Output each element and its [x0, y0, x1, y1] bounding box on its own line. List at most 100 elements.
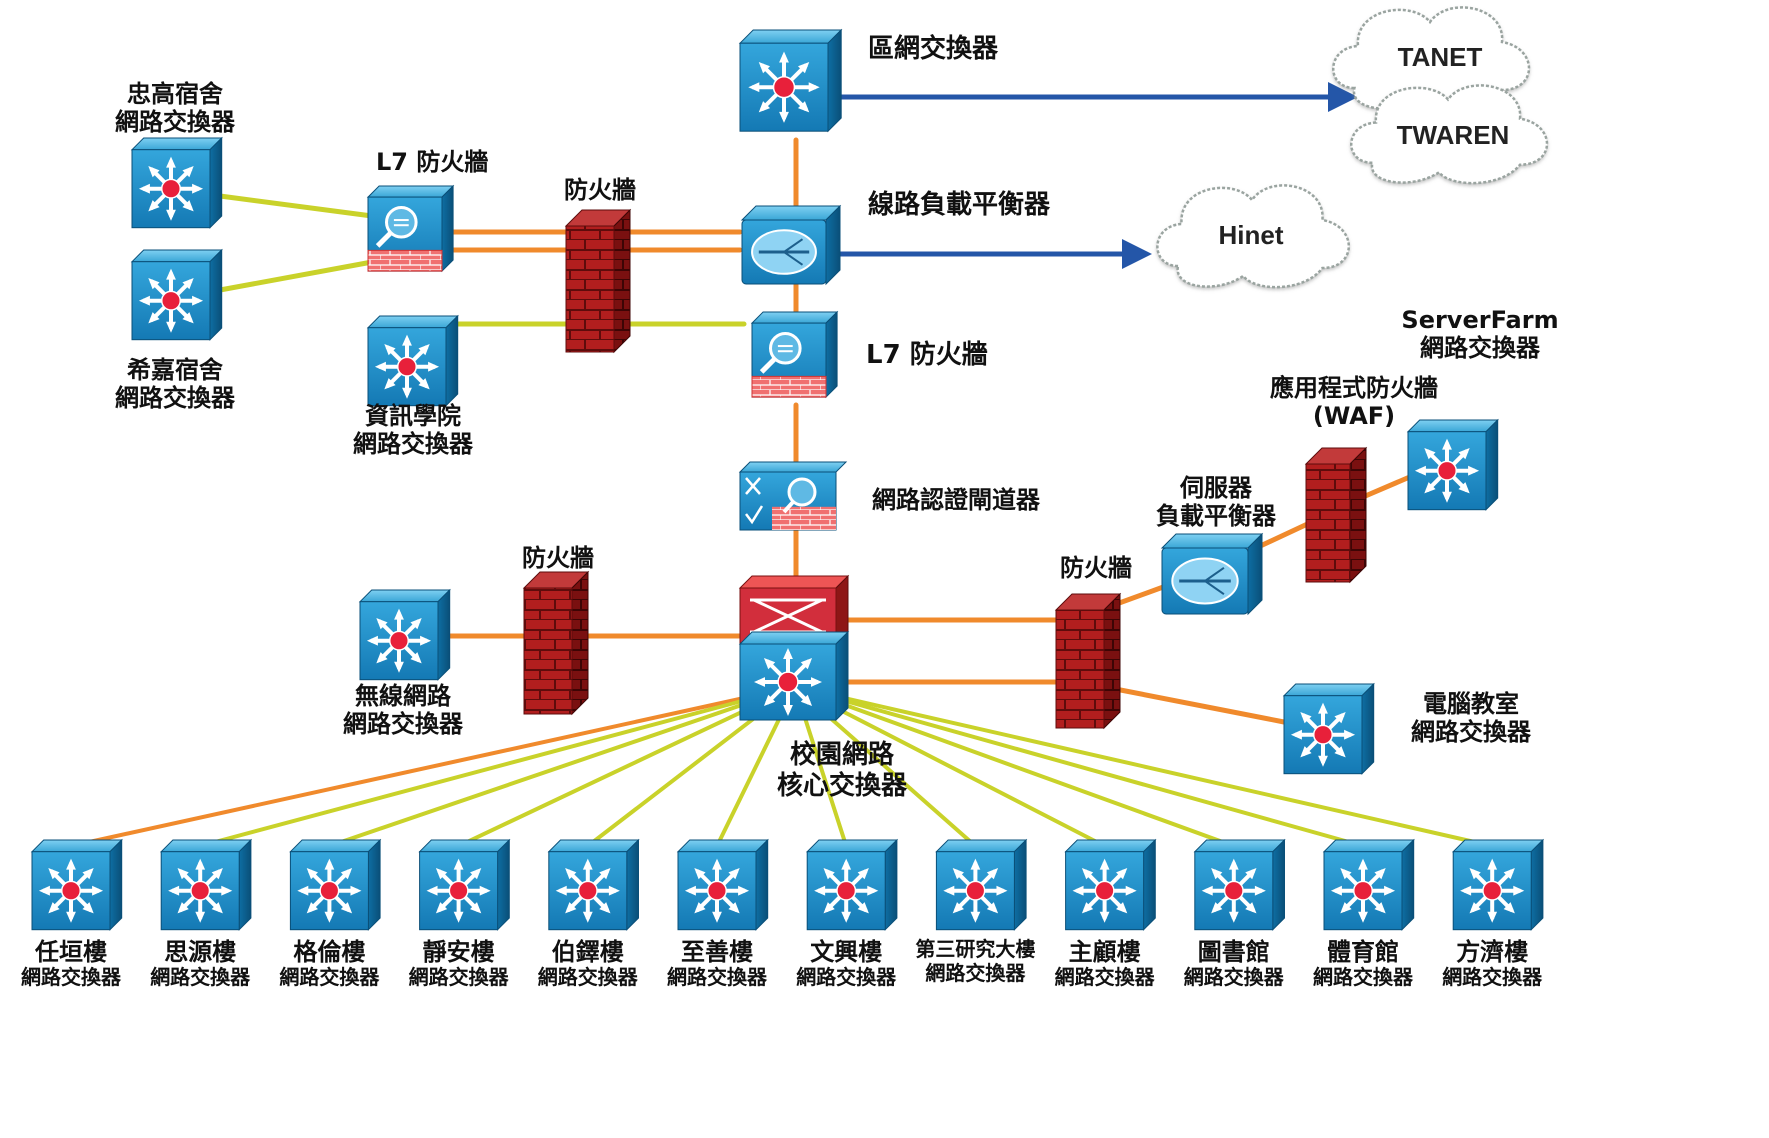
auth-gateway-icon	[738, 461, 848, 531]
server-lb-line2: 負載平衡器	[1156, 502, 1276, 531]
waf-icon	[1304, 446, 1368, 584]
wireless-switch-icon	[358, 588, 451, 681]
firewall-left-icon	[522, 570, 590, 716]
building-switch-icon-2	[159, 838, 253, 931]
cloud-hinet-icon	[1156, 184, 1350, 289]
link-core-to-building-6	[715, 696, 792, 848]
link-core-to-building-8	[805, 696, 978, 848]
building-label-7: 文興樓網路交換器	[780, 938, 912, 990]
l7-firewall-center-icon	[750, 310, 839, 399]
district-switch-label: 區網交換器	[868, 34, 999, 64]
computer-lab-label: 電腦教室 網路交換器	[1396, 690, 1546, 747]
firewall-right-label: 防火牆	[1060, 554, 1132, 582]
building-label-5: 伯鐸樓網路交換器	[522, 938, 654, 990]
building-name: 靜安樓	[422, 938, 495, 966]
waf-label: 應用程式防火牆 (WAF)	[1244, 374, 1464, 431]
building-switch-caption: 網路交換器	[537, 965, 638, 990]
building-name: 格倫樓	[293, 938, 366, 966]
building-label-10: 圖書館網路交換器	[1168, 938, 1300, 990]
district-switch-icon	[738, 28, 843, 133]
info-college-line2: 網路交換器	[353, 430, 473, 459]
building-label-1: 任垣樓網路交換器	[5, 938, 137, 990]
building-label-9: 主顧樓網路交換器	[1039, 938, 1171, 990]
building-name: 文興樓	[810, 938, 883, 966]
server-farm-label: ServerFarm 網路交換器	[1390, 306, 1570, 363]
building-switch-caption: 網路交換器	[1313, 965, 1413, 990]
waf-line2: (WAF)	[1312, 402, 1396, 431]
link-core-to-building-11	[832, 696, 1365, 848]
firewall-top-label: 防火牆	[564, 176, 636, 204]
cloud-twaren-label: TWAREN	[1396, 120, 1510, 150]
building-switch-icon-1	[30, 838, 123, 931]
building-switch-icon-7	[805, 838, 899, 931]
link-core-to-building-3	[327, 696, 765, 848]
core-switch-line1: 校園網路	[789, 740, 894, 770]
computer-lab-line2: 網路交換器	[1411, 718, 1531, 747]
building-switch-icon-3	[289, 838, 382, 931]
core-switch-icon	[738, 574, 850, 722]
link-core-to-building-5	[585, 696, 783, 848]
building-switch-icon-6	[676, 838, 769, 931]
building-switch-icon-9	[1064, 838, 1157, 931]
wireless-line2: 網路交換器	[343, 710, 463, 739]
server-lb-label: 伺服器 負載平衡器	[1136, 474, 1296, 531]
l7-firewall-left-label: L7 防火牆	[376, 148, 489, 176]
core-switch-label: 校園網路 核心交換器	[752, 740, 932, 801]
link-core-to-building-10	[823, 696, 1236, 848]
building-label-11: 體育館網路交換器	[1297, 938, 1429, 990]
building-name: 圖書館	[1197, 938, 1270, 966]
building-label-12: 方濟樓網路交換器	[1426, 938, 1558, 990]
building-switch-caption: 網路交換器	[279, 965, 380, 990]
info-college-line1: 資訊學院	[365, 402, 461, 430]
building-name: 主顧樓	[1068, 938, 1141, 966]
building-label-3: 格倫樓網路交換器	[263, 938, 395, 990]
computer-lab-line1: 電腦教室	[1423, 690, 1519, 718]
computer-lab-switch-icon	[1282, 682, 1375, 775]
server-farm-switch-icon	[1406, 418, 1499, 511]
building-name: 方濟樓	[1456, 938, 1529, 966]
link-fwright-to-lab	[1097, 683, 1287, 725]
server-lb-icon	[1160, 532, 1264, 616]
nodes-layer	[30, 6, 1549, 931]
auth-gateway-label: 網路認證閘道器	[872, 486, 1040, 514]
building-name: 任垣樓	[35, 938, 107, 966]
dorm-zhonggao-line2: 網路交換器	[115, 108, 235, 137]
cloud-twaren-icon	[1350, 84, 1549, 185]
building-switch-caption: 網路交換器	[1183, 965, 1284, 990]
info-college-switch-icon	[366, 314, 459, 407]
building-name: 思源樓	[164, 938, 237, 966]
link-core-to-building-1	[69, 696, 746, 848]
link-core-to-building-7	[796, 696, 849, 848]
building-name: 第三研究大樓	[915, 937, 1036, 961]
dorm-zhonggao-line1: 忠高宿舍	[127, 80, 223, 108]
building-label-2: 思源樓網路交換器	[134, 938, 266, 990]
dorm-xijia-switch-icon	[130, 248, 223, 341]
server-farm-line2: 網路交換器	[1420, 334, 1540, 363]
building-switch-caption: 網路交換器	[1054, 965, 1155, 990]
building-name: 體育館	[1327, 938, 1399, 966]
firewall-left-label: 防火牆	[522, 544, 594, 572]
dorm-xijia-line2: 網路交換器	[115, 384, 235, 413]
building-name: 伯鐸樓	[551, 938, 624, 966]
link-core-to-building-9	[814, 696, 1107, 848]
dorm-xijia-line1: 希嘉宿舍	[127, 356, 223, 384]
building-switch-caption: 網路交換器	[21, 965, 121, 990]
building-switch-icon-11	[1322, 838, 1415, 931]
link-core-to-building-2	[198, 696, 756, 848]
server-lb-line1: 伺服器	[1180, 474, 1252, 502]
line-load-balancer-icon	[740, 204, 842, 286]
waf-line1: 應用程式防火牆	[1270, 374, 1438, 402]
building-switch-caption: 網路交換器	[667, 965, 767, 990]
building-label-8: 第三研究大樓網路交換器	[909, 937, 1041, 985]
info-college-label: 資訊學院 網路交換器	[338, 402, 488, 459]
building-switch-icon-5	[547, 838, 640, 931]
cloud-tanet-label: TANET	[1397, 42, 1483, 72]
building-switch-icon-12	[1451, 838, 1545, 931]
building-name: 至善樓	[681, 938, 753, 966]
links-layer	[69, 82, 1495, 848]
building-switch-icon-10	[1193, 838, 1286, 931]
building-switch-caption: 網路交換器	[796, 965, 897, 990]
dorm-zhonggao-label: 忠高宿舍 網路交換器	[100, 80, 250, 137]
